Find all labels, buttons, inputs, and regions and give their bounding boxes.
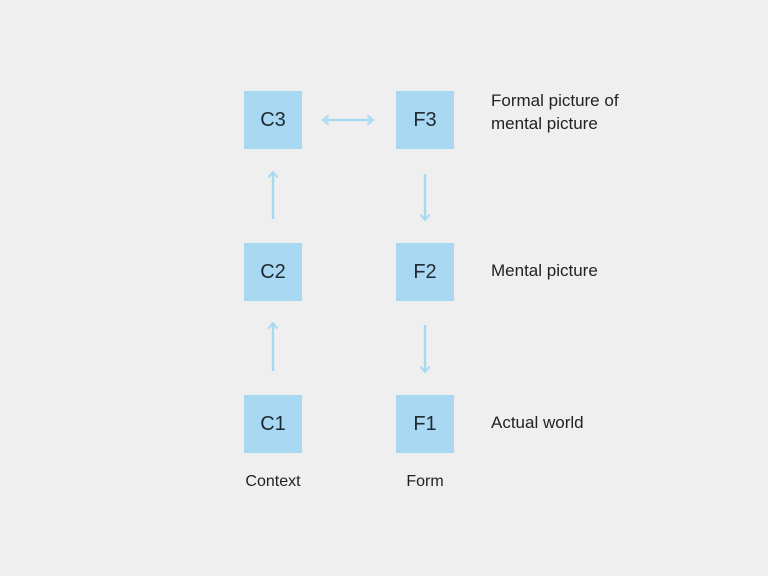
box-f2-label: F2 (413, 261, 437, 283)
box-f3-label: F3 (413, 109, 437, 131)
box-c1-label: C1 (260, 413, 286, 435)
box-f1-label: F1 (413, 413, 437, 435)
box-f2: F2 (396, 243, 454, 301)
box-f1: F1 (396, 395, 454, 453)
box-f3: F3 (396, 91, 454, 149)
label-actual-world: Actual world (491, 413, 584, 432)
box-c3: C3 (244, 91, 302, 149)
label-formal-picture-line2: mental picture (491, 114, 598, 133)
label-mental-picture: Mental picture (491, 261, 598, 280)
box-c3-label: C3 (260, 109, 286, 131)
box-c2: C2 (244, 243, 302, 301)
column-label-form: Form (406, 473, 444, 490)
column-label-context: Context (245, 473, 301, 490)
label-formal-picture-line1: Formal picture of (491, 91, 619, 110)
label-formal-picture: Formal picture of mental picture (491, 89, 619, 135)
box-c1: C1 (244, 395, 302, 453)
box-c2-label: C2 (260, 261, 286, 283)
